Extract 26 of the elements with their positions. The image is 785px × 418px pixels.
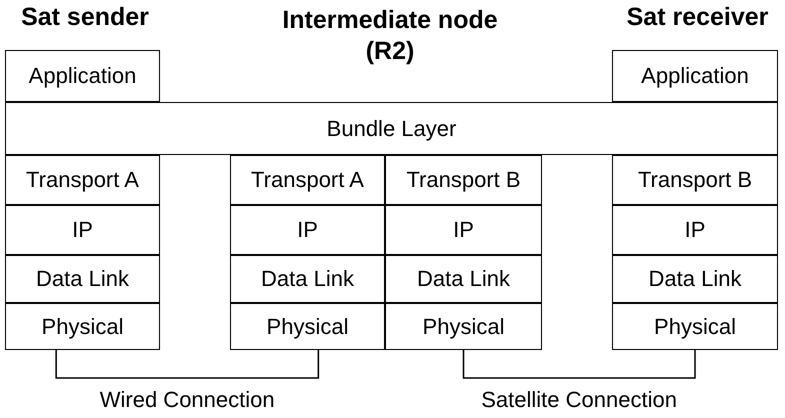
layer-box: Data Link bbox=[5, 255, 160, 303]
layer-box: Data Link bbox=[230, 255, 385, 303]
layer-box: Physical bbox=[612, 303, 778, 350]
layer-box: Physical bbox=[5, 303, 160, 350]
layer-box: Transport B bbox=[385, 155, 542, 205]
layer-box: IP bbox=[385, 205, 542, 255]
layer-box: Physical bbox=[230, 303, 385, 350]
column-heading: Intermediate node (R2) bbox=[281, 5, 499, 67]
layer-box: IP bbox=[612, 205, 778, 255]
column-heading: Sat receiver bbox=[626, 2, 770, 33]
layer-box: Transport B bbox=[612, 155, 778, 205]
layer-box: Application bbox=[612, 50, 778, 102]
layer-box: Application bbox=[5, 50, 160, 102]
edge-label: Satellite Connection bbox=[481, 387, 677, 413]
layer-box: IP bbox=[230, 205, 385, 255]
edge-label: Wired Connection bbox=[100, 387, 275, 413]
layer-box: Data Link bbox=[612, 255, 778, 303]
layer-box: Physical bbox=[385, 303, 542, 350]
layer-box: Data Link bbox=[385, 255, 542, 303]
connection-line bbox=[462, 350, 696, 379]
column-heading: Sat sender bbox=[20, 2, 150, 33]
layer-band: Bundle Layer bbox=[5, 102, 778, 155]
layer-box: Transport A bbox=[5, 155, 160, 205]
layer-box: Transport A bbox=[230, 155, 385, 205]
layer-box: IP bbox=[5, 205, 160, 255]
connection-line bbox=[55, 350, 320, 379]
